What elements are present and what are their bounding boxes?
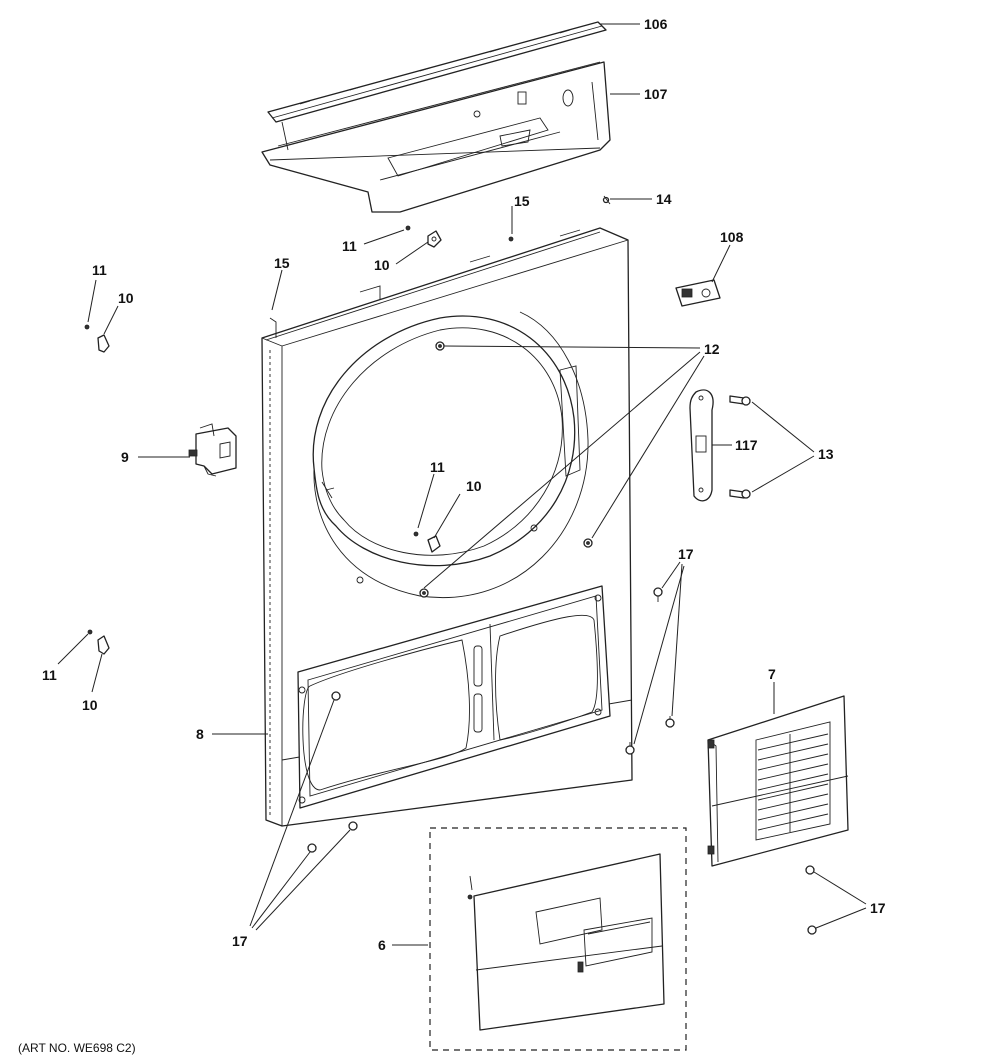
clip-10-lower-left xyxy=(97,635,110,655)
callout-11-upper-left: 11 xyxy=(92,262,107,278)
callout-17-right: 17 xyxy=(678,546,694,562)
callout-12: 12 xyxy=(704,341,720,357)
leader-lines xyxy=(57,23,867,946)
art-number: (ART NO. WE698 C2) xyxy=(18,1041,136,1055)
screw-17-lower-c xyxy=(348,821,358,831)
screw-17-bottom-a xyxy=(805,865,815,875)
callout-13: 13 xyxy=(818,446,834,462)
screw-17-right-a xyxy=(653,587,663,602)
callout-7: 7 xyxy=(768,666,776,682)
callout-11-lower-left: 11 xyxy=(42,667,57,683)
part-9-door-switch xyxy=(188,423,237,477)
callout-8: 8 xyxy=(196,726,204,742)
screw-13-upper xyxy=(729,395,751,406)
part-6-toe-kick-box xyxy=(429,827,687,1051)
callout-11-top: 11 xyxy=(342,238,357,254)
callout-10-top: 10 xyxy=(374,257,390,273)
callout-10-lower-left: 10 xyxy=(82,697,98,713)
callout-17-bottom-right: 17 xyxy=(870,900,886,916)
callout-107: 107 xyxy=(644,86,668,102)
screw-11-lower-left xyxy=(87,629,93,635)
part-7-grille-panel xyxy=(707,695,849,867)
callout-11-center: 11 xyxy=(430,459,445,475)
callout-15-top: 15 xyxy=(514,193,530,209)
part-107-top-bracket xyxy=(261,61,611,213)
clip-10-top xyxy=(427,230,442,248)
callout-106: 106 xyxy=(644,16,668,32)
callout-14: 14 xyxy=(656,191,672,207)
clip-10-center xyxy=(427,535,441,553)
part-117-door-strike xyxy=(689,389,714,502)
screw-17-bottom-b xyxy=(807,925,817,935)
callout-10-center: 10 xyxy=(466,478,482,494)
callout-108: 108 xyxy=(720,229,744,245)
screw-12-c xyxy=(419,588,429,598)
screw-17-lower-a xyxy=(331,691,341,701)
screw-14 xyxy=(602,195,611,205)
screw-13-lower xyxy=(729,489,751,499)
callout-17-lower-left: 17 xyxy=(232,933,248,949)
screw-11-center xyxy=(413,531,419,537)
screw-12-b xyxy=(583,538,593,548)
callout-9: 9 xyxy=(121,449,129,465)
screw-11-top xyxy=(405,225,411,231)
screw-17-lower-b xyxy=(307,843,317,853)
callout-117: 117 xyxy=(735,437,758,453)
callout-10-upper-left: 10 xyxy=(118,290,134,306)
part-108-switch xyxy=(675,279,721,307)
screw-15-top xyxy=(508,236,514,242)
part-8-front-panel xyxy=(261,227,633,827)
clip-10-upper-left xyxy=(97,334,110,353)
part-106-top-rail xyxy=(267,21,607,123)
callout-6: 6 xyxy=(378,937,386,953)
screw-17-right-b xyxy=(665,716,675,728)
callout-15-left: 15 xyxy=(274,255,290,271)
screw-12-a xyxy=(435,341,445,351)
screw-17-right-c xyxy=(625,742,635,755)
screw-11-upper-left xyxy=(84,324,90,330)
